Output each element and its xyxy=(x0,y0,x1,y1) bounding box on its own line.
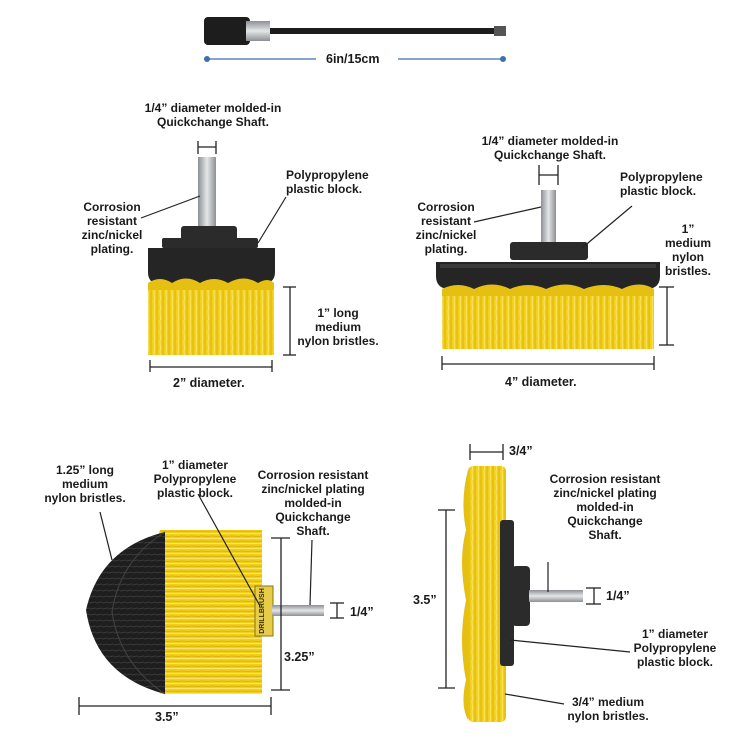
extension-bar xyxy=(204,17,506,62)
cylinder-brand-text: DRILLBRUSH xyxy=(259,588,266,634)
brush-cylinder-bristles-label: 1.25” long medium nylon bristles. xyxy=(44,463,126,505)
brush-cylinder-shaft-dim: 1/4” xyxy=(350,605,374,619)
brush-4in-bristles-label: 1” medium nylon bristles. xyxy=(664,222,712,278)
brush-4in xyxy=(436,165,674,370)
brush-wheel xyxy=(438,444,631,722)
brush-2in-shaft-label: 1/4” diameter molded-in Quickchange Shaf… xyxy=(144,101,282,129)
brush-wheel-diameter-dim: 3.5” xyxy=(413,593,437,607)
brush-cylinder-height-dim: 3.25” xyxy=(284,650,315,664)
brush-wheel-shaft-dim: 1/4” xyxy=(606,589,630,603)
extension-grip xyxy=(204,17,250,45)
brush-wheel-block-label: 1” diameter Polypropylene plastic block. xyxy=(633,627,717,669)
brush-2in-plating-label: Corrosion resistant zinc/nickel plating. xyxy=(81,200,143,256)
brush-cylinder-block-label: 1” diameter Polypropylene plastic block. xyxy=(153,458,237,500)
brush-wheel-thickness-dim: 3/4” xyxy=(509,444,533,458)
brush-2in xyxy=(140,141,296,372)
extension-collar xyxy=(246,21,270,41)
brush-2in-block-label: Polypropylene plastic block. xyxy=(286,168,369,196)
brush-4in-shaft-label: 1/4” diameter molded-in Quickchange Shaf… xyxy=(481,134,619,162)
brush-wheel-bristles-label: 3/4” medium nylon bristles. xyxy=(567,695,649,723)
brush-wheel-plating-label: Corrosion resistant zinc/nickel plating … xyxy=(549,472,661,542)
extension-dim-dot-left xyxy=(204,56,210,62)
extension-tip xyxy=(494,26,506,36)
brush-2in-bristles-label: 1” long medium nylon bristles. xyxy=(297,306,379,348)
extension-dim-dot-right xyxy=(500,56,506,62)
brush-cylinder-length-dim: 3.5” xyxy=(155,710,179,724)
brush-2in-diameter-label: 2” diameter. xyxy=(173,376,245,390)
brush-cylinder: DRILLBRUSH xyxy=(78,493,344,715)
brush-cylinder-plating-label: Corrosion resistant zinc/nickel plating … xyxy=(257,468,369,538)
extension-rod xyxy=(270,28,496,34)
brush-4in-plating-label: Corrosion resistant zinc/nickel plating. xyxy=(415,200,477,256)
extension-length-label: 6in/15cm xyxy=(326,52,380,66)
brush-4in-block-label: Polypropylene plastic block. xyxy=(620,170,703,198)
brush-4in-diameter-label: 4” diameter. xyxy=(505,375,577,389)
